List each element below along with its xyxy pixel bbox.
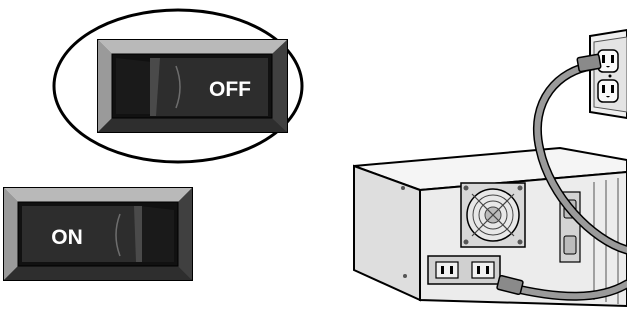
switch-on-label: ON (51, 226, 83, 249)
wall-outlet-icon (590, 30, 627, 118)
rocker-switch-on-icon (4, 188, 192, 280)
rocker-switch-on[interactable]: ON (4, 188, 192, 280)
rocker-switch-off[interactable]: OFF (98, 40, 287, 132)
fan-grille-icon (461, 183, 525, 247)
switch-off-label: OFF (209, 78, 251, 101)
rocker-switch-off-icon (98, 40, 287, 132)
